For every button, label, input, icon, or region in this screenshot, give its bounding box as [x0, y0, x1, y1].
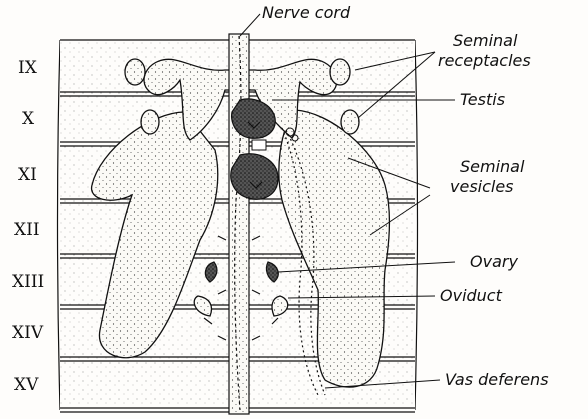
segment-labels: IX X XI XII XIII XIV XV — [12, 58, 44, 395]
segment-label-xv: XV — [14, 375, 39, 395]
segment-label-xiv: XIV — [12, 323, 44, 343]
label-oviduct: Oviduct — [440, 286, 503, 305]
label-ovary: Ovary — [470, 252, 518, 271]
label-vas-deferens: Vas deferens — [445, 370, 549, 389]
label-testis: Testis — [460, 90, 505, 109]
label-seminal-vesicles-1: Seminal — [460, 157, 525, 176]
label-seminal-receptacles-1: Seminal — [453, 31, 518, 50]
segment-label-xi: XI — [18, 165, 37, 185]
segment-label-xiii: XIII — [12, 272, 44, 292]
segment-label-xii: XII — [14, 220, 40, 240]
label-nerve-cord: Nerve cord — [262, 3, 351, 22]
segment-label-x: X — [22, 109, 35, 129]
segment-label-ix: IX — [18, 58, 38, 78]
label-seminal-receptacles-2: receptacles — [438, 51, 531, 70]
label-seminal-vesicles-2: vesicles — [450, 177, 514, 196]
